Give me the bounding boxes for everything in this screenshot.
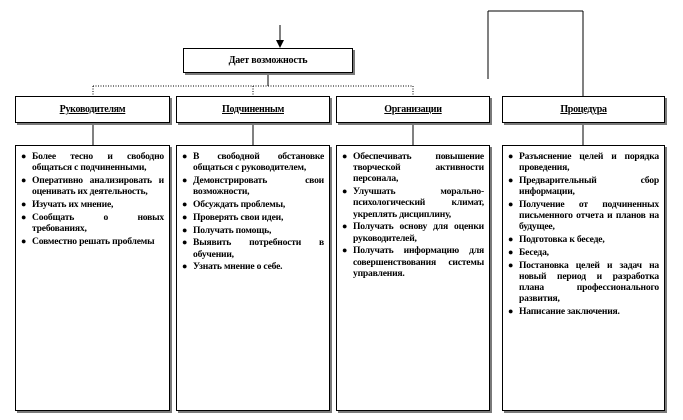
header-managers: Руководителям	[15, 96, 170, 123]
list-item-text: Выявить потребности в обучении,	[193, 237, 324, 260]
list-item-text: Подготовка к беседе,	[519, 234, 605, 246]
list-item-text: Получать помощь,	[193, 224, 272, 236]
list-item: ● Более тесно и свободно общаться с подчи…	[21, 151, 164, 173]
gives-opportunity-box: Дает возможность	[183, 48, 353, 73]
bullet-icon: ●	[342, 151, 348, 161]
list-item-text: Написание заключения.	[519, 306, 620, 318]
list-item-text: Изучать их мнение,	[32, 199, 114, 210]
list-item-text: Сообщать о новых требованиях,	[32, 211, 164, 234]
list-item: ● Узнать мнение о себе.	[182, 261, 324, 272]
list-item: ● Сообщать о новых требованиях,	[21, 212, 164, 234]
list-item: ● Выявить потребности в обучении,	[182, 237, 324, 259]
list-item-text: Разъяснение целей и порядка проведения,	[519, 151, 659, 174]
list-item: ● Демонстрировать свои возможности,	[182, 175, 324, 197]
list-item: ● Получение от подчиненных письменного от…	[508, 199, 659, 233]
list-item-text: Постановка целей и задач на новый период…	[519, 259, 659, 305]
list-item: ● Подготовка к беседе,	[508, 234, 659, 245]
list-item-text: Получение от подчиненных письменного отч…	[519, 199, 659, 233]
top-arrow-head	[276, 40, 284, 48]
list-item-text: Предварительный сбор информации,	[519, 175, 659, 198]
bullet-icon: ●	[508, 247, 514, 257]
list-item-text: Беседа,	[519, 247, 549, 258]
list-item: ● Беседа,	[508, 247, 659, 258]
header-organization-label: Организации	[384, 104, 442, 115]
header-procedure: Процедура	[502, 96, 665, 123]
list-item-text: Более тесно и свободно общаться с подчин…	[32, 151, 164, 174]
bullet-icon: ●	[342, 245, 348, 256]
list-item: ● Написание заключения.	[508, 306, 659, 317]
list-item: ● Изучать их мнение,	[21, 199, 164, 210]
list-item-text: Обсуждать проблемы,	[193, 199, 286, 210]
header-subordinates-label: Подчиненным	[222, 104, 284, 115]
bullet-icon: ●	[182, 199, 188, 209]
bullet-icon: ●	[508, 234, 514, 245]
bullet-icon: ●	[182, 151, 188, 161]
bullet-icon: ●	[508, 259, 514, 270]
bullet-icon: ●	[21, 151, 27, 161]
list-item-text: Получать основу для оценки руководителей…	[353, 221, 484, 244]
organization-list: ● Обеспечивать повышение творческой актив…	[336, 145, 490, 411]
list-item: ● Получать основу для оценки руководителе…	[342, 221, 484, 243]
managers-list: ● Более тесно и свободно общаться с подчи…	[15, 145, 170, 411]
list-item: ● Предварительный сбор информации,	[508, 175, 659, 197]
list-item: ● Обсуждать проблемы,	[182, 199, 324, 210]
bullet-icon: ●	[21, 199, 27, 209]
list-item-text: Узнать мнение о себе.	[193, 261, 283, 273]
list-item: ● Проверять свои идеи,	[182, 212, 324, 223]
list-item: ● Постановка целей и задач на новый перио…	[508, 260, 659, 305]
list-item-text: Улучшать морально-психологический климат…	[353, 186, 484, 220]
list-item-text: Получать информацию для совершенствовани…	[353, 245, 484, 279]
list-item: ● Совместно решать проблемы	[21, 236, 164, 247]
list-item: ● Обеспечивать повышение творческой актив…	[342, 151, 484, 185]
header-managers-label: Руководителям	[59, 104, 126, 115]
bullet-icon: ●	[508, 306, 514, 317]
bullet-icon: ●	[508, 175, 514, 185]
list-item-text: Совместно решать проблемы	[32, 235, 155, 247]
list-item: ● Получать информацию для совершенствован…	[342, 245, 484, 279]
gives-opportunity-label: Дает возможность	[228, 55, 308, 66]
subordinates-list: ● В свободной обстановке общаться с руков…	[176, 145, 330, 411]
bullet-icon: ●	[508, 151, 514, 161]
bullet-icon: ●	[342, 221, 348, 232]
list-item-text: Демонстрировать свои возможности,	[193, 175, 324, 198]
bullet-icon: ●	[182, 211, 188, 222]
procedure-list: ● Разъяснение целей и порядка проведения,…	[502, 145, 665, 411]
bullet-icon: ●	[508, 199, 514, 209]
bullet-icon: ●	[21, 175, 27, 185]
list-item: ● Улучшать морально-психологический клима…	[342, 186, 484, 220]
header-procedure-label: Процедура	[560, 104, 607, 115]
list-item-text: В свободной обстановке общаться с руково…	[193, 151, 324, 174]
bullet-icon: ●	[182, 175, 188, 185]
list-item-text: Обеспечивать повышение творческой активн…	[353, 151, 484, 185]
list-item: ● Разъяснение целей и порядка проведения,	[508, 151, 659, 173]
list-item: ● Получать помощь,	[182, 225, 324, 236]
bullet-icon: ●	[21, 211, 27, 222]
list-item: ● В свободной обстановке общаться с руков…	[182, 151, 324, 173]
list-item-text: Оперативно анализировать и оценивать их …	[32, 175, 164, 198]
list-item-text: Проверять свои идеи,	[193, 211, 284, 223]
bullet-icon: ●	[342, 186, 348, 197]
bullet-icon: ●	[182, 237, 188, 248]
bullet-icon: ●	[182, 224, 188, 235]
header-organization: Организации	[336, 96, 490, 123]
bullet-icon: ●	[182, 261, 188, 272]
list-item: ● Оперативно анализировать и оценивать их…	[21, 175, 164, 197]
bullet-icon: ●	[21, 235, 27, 246]
header-subordinates: Подчиненным	[176, 96, 330, 123]
